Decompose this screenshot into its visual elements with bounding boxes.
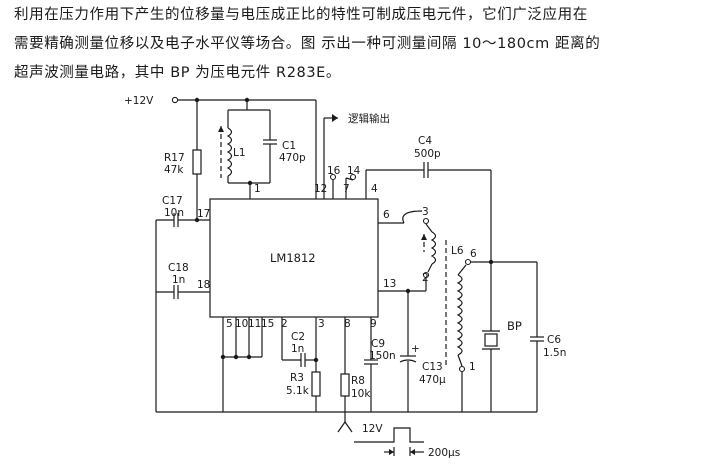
pin-8-label: 8 bbox=[344, 318, 351, 330]
c9-name: C9 bbox=[371, 338, 385, 350]
c2-name: C2 bbox=[291, 331, 305, 343]
r8-value: 10k bbox=[351, 388, 371, 400]
bp-name: BP bbox=[507, 319, 522, 333]
l6-term-6: 6 bbox=[470, 248, 477, 260]
supply-terminal bbox=[171, 96, 179, 104]
c6-value: 1.5n bbox=[543, 347, 566, 359]
pulse-input: 12V 200μs bbox=[337, 421, 460, 459]
c4-name: C4 bbox=[418, 135, 432, 147]
pulse-width-label: 200μs bbox=[428, 447, 460, 459]
c1-name: C1 bbox=[282, 140, 296, 152]
pin-15-label: 15 bbox=[261, 318, 274, 330]
c18-name: C18 bbox=[168, 262, 189, 274]
ic-label: LM1812 bbox=[270, 251, 316, 265]
bp-piezo: BP bbox=[482, 259, 522, 412]
r17-name: R17 bbox=[164, 152, 185, 164]
intro-line-3: 超声波测量电路，其中 BP 为压电元件 R283E。 bbox=[14, 65, 342, 81]
pin-6-label: 6 bbox=[383, 209, 390, 221]
pulse-level-label: 12V bbox=[362, 423, 383, 435]
c18-capacitor: C18 1n bbox=[156, 262, 210, 299]
l6-term-1: 1 bbox=[469, 361, 476, 373]
c18-value: 1n bbox=[172, 274, 185, 286]
c13-name: C13 bbox=[422, 361, 443, 373]
c9-value: 150n bbox=[369, 350, 396, 362]
logic-output-label: 逻辑输出 bbox=[348, 112, 390, 125]
c4-value: 500p bbox=[414, 148, 441, 160]
c2-value: 1n bbox=[291, 343, 304, 355]
supply-label: +12V bbox=[124, 95, 154, 107]
pin-13-wire bbox=[378, 278, 427, 356]
r3-resistor: R3 5.1k bbox=[286, 317, 321, 412]
intro-line-1: 利用在压力作用下产生的位移量与电压成正比的特性可制成压电元件，它们广泛应用在 bbox=[14, 7, 588, 23]
c6-name: C6 bbox=[547, 334, 561, 346]
r8-resistor: R8 10k bbox=[340, 317, 371, 422]
c13-capacitor: + C13 470μ bbox=[399, 343, 446, 412]
pin-11-label: 11 bbox=[248, 318, 261, 330]
l6-name: L6 bbox=[451, 245, 464, 257]
pin-16-label: 16 bbox=[327, 165, 341, 177]
c17-name: C17 bbox=[162, 195, 183, 207]
r17-resistor: R17 47k bbox=[164, 100, 202, 220]
ic-lm1812: LM1812 bbox=[209, 198, 379, 318]
bottom-pins-group bbox=[220, 317, 263, 412]
l1-name: L1 bbox=[233, 147, 246, 159]
c4-capacitor: C4 500p bbox=[414, 135, 492, 262]
pin-10-label: 10 bbox=[235, 318, 248, 330]
c1-value: 470p bbox=[279, 152, 306, 164]
c13-plus: + bbox=[411, 343, 420, 355]
pin-3-label: 3 bbox=[318, 318, 325, 330]
c17-capacitor: C17 10n bbox=[156, 195, 210, 227]
pin-18-label: 18 bbox=[197, 279, 210, 291]
pin-4-label: 4 bbox=[371, 183, 378, 195]
l6-term-3: 3 bbox=[422, 206, 429, 218]
pin-5-label: 5 bbox=[226, 318, 233, 330]
c13-value: 470μ bbox=[419, 374, 446, 386]
pin-9-label: 9 bbox=[370, 318, 377, 330]
r17-value: 47k bbox=[164, 164, 184, 176]
r3-name: R3 bbox=[290, 372, 304, 384]
c6-capacitor: C6 1.5n bbox=[530, 262, 566, 412]
pin-14-label: 14 bbox=[347, 165, 361, 177]
pin-13-label: 13 bbox=[383, 278, 396, 290]
r3-value: 5.1k bbox=[286, 385, 310, 397]
l1-c1-tank: L1 C1 470p bbox=[218, 100, 306, 199]
l6-term-2: 2 bbox=[422, 272, 429, 284]
pin-1-label: 1 bbox=[254, 183, 261, 195]
pin-17-label: 17 bbox=[197, 208, 210, 220]
intro-line-2: 需要精确测量位移以及电子水平仪等场合。图 示出一种可测量间隔 10～180cm … bbox=[14, 36, 601, 52]
top-pins bbox=[329, 169, 424, 199]
c9-capacitor: C9 150n bbox=[364, 317, 396, 412]
l6-transformer: 3 2 L6 6 1 bbox=[378, 206, 537, 412]
pin-2-label: 2 bbox=[281, 318, 288, 330]
logic-output: 逻辑输出 bbox=[323, 112, 390, 199]
r8-name: R8 bbox=[351, 375, 365, 387]
c17-value: 10n bbox=[164, 207, 184, 219]
